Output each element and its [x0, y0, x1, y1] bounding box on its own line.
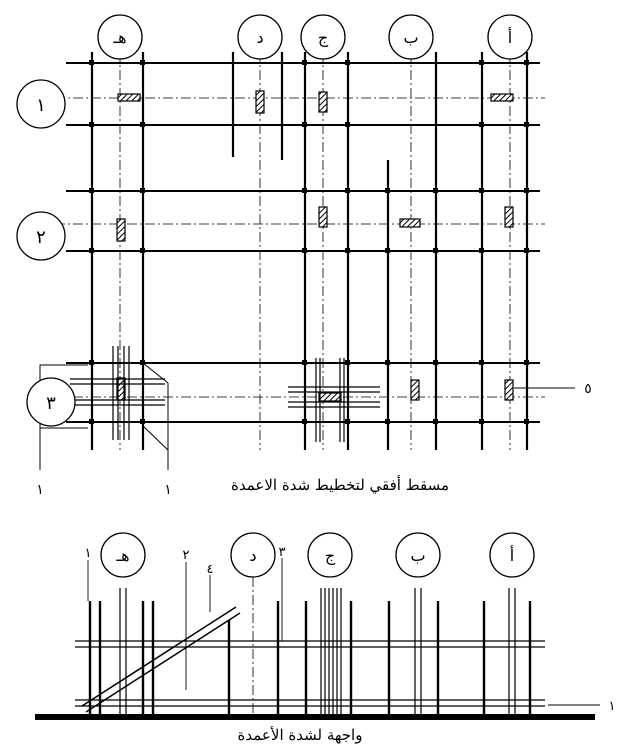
plan-caption: مسقط أفقي لتخطيط شدة الاعمدة	[231, 475, 449, 494]
callout-1-left: ١	[36, 482, 44, 498]
column-section	[410, 379, 420, 401]
plan-columns	[116, 90, 514, 402]
plan-column-headers	[97, 14, 533, 60]
column-section	[318, 91, 328, 113]
elev-col-circle-he	[100, 532, 146, 578]
plan-row-headers	[16, 79, 76, 427]
plan-view	[16, 14, 575, 470]
ground-slab	[35, 714, 595, 720]
plan-col-circle-ba	[388, 14, 434, 60]
elev-diagonal-brace	[81, 606, 241, 713]
plan-labels: هـ د ج ب أ ١ ٢ ٣ ٥ ١ ١ مسقط أفقي لتخطيط …	[36, 27, 592, 498]
elev-col-label-he: هـ	[115, 546, 129, 565]
column-section	[116, 218, 126, 242]
elev-callout-leaders	[87, 558, 600, 706]
plan-column-clamps	[70, 346, 380, 442]
plan-row-label-1: ١	[36, 95, 46, 116]
elevation-labels: هـ د ج ب أ ١ ٢ ٣ ٤ ١ واجهة لشدة الأعمدة	[85, 545, 616, 744]
plan-row-circle-2	[16, 211, 66, 261]
elev-col-label-jim: ج	[325, 546, 336, 566]
plan-row-circle-1	[16, 79, 66, 129]
column-section	[490, 93, 514, 102]
plan-col-label-dal: د	[256, 28, 263, 47]
plan-row-circle-3	[26, 377, 76, 427]
column-section	[255, 90, 265, 114]
column-section	[504, 379, 514, 401]
elev-col-circle-alif	[489, 532, 535, 578]
plan-col-label-alif: أ	[508, 27, 512, 47]
plan-col-circle-dal	[237, 14, 283, 60]
plan-col-label-ba: ب	[403, 28, 418, 47]
plan-bracing	[39, 362, 169, 470]
elevation-caption: واجهة لشدة الأعمدة	[238, 726, 363, 744]
column-section	[399, 218, 421, 228]
plan-col-circle-jim	[300, 14, 346, 60]
elev-col-label-dal: د	[249, 546, 256, 565]
elev-callout-1-top: ١	[85, 546, 92, 561]
plan-row-label-2: ٢	[36, 227, 46, 248]
plan-horizontal-bearers	[66, 62, 540, 423]
elev-col-circle-jim	[307, 532, 353, 578]
column-section	[318, 206, 328, 228]
elev-callout-4: ٤	[207, 562, 214, 577]
column-section	[504, 206, 514, 228]
elev-callout-1-right: ١	[609, 699, 616, 714]
callout-5: ٥	[584, 381, 592, 397]
elev-vertical-props	[88, 601, 532, 714]
elev-col-label-ba: ب	[410, 546, 425, 565]
plan-col-label-he: هـ	[112, 28, 126, 47]
plan-row-label-3: ٣	[46, 393, 56, 414]
elev-horizontal-runners	[75, 640, 545, 707]
elev-callout-3: ٣	[279, 545, 286, 560]
elev-col-circle-ba	[395, 532, 441, 578]
elev-col-label-alif: أ	[510, 545, 514, 565]
elev-columns	[119, 588, 516, 714]
elev-callout-2: ٢	[183, 548, 190, 563]
elev-column-headers	[100, 532, 535, 578]
plan-col-circle-he	[97, 14, 143, 60]
plan-joint-marks	[89, 60, 529, 424]
elevation-view	[35, 532, 600, 720]
callout-1-mid: ١	[164, 482, 172, 498]
plan-col-label-jim: ج	[318, 28, 329, 48]
column-section	[318, 392, 342, 402]
column-section	[117, 93, 141, 102]
plan-col-circle-alif	[487, 14, 533, 60]
